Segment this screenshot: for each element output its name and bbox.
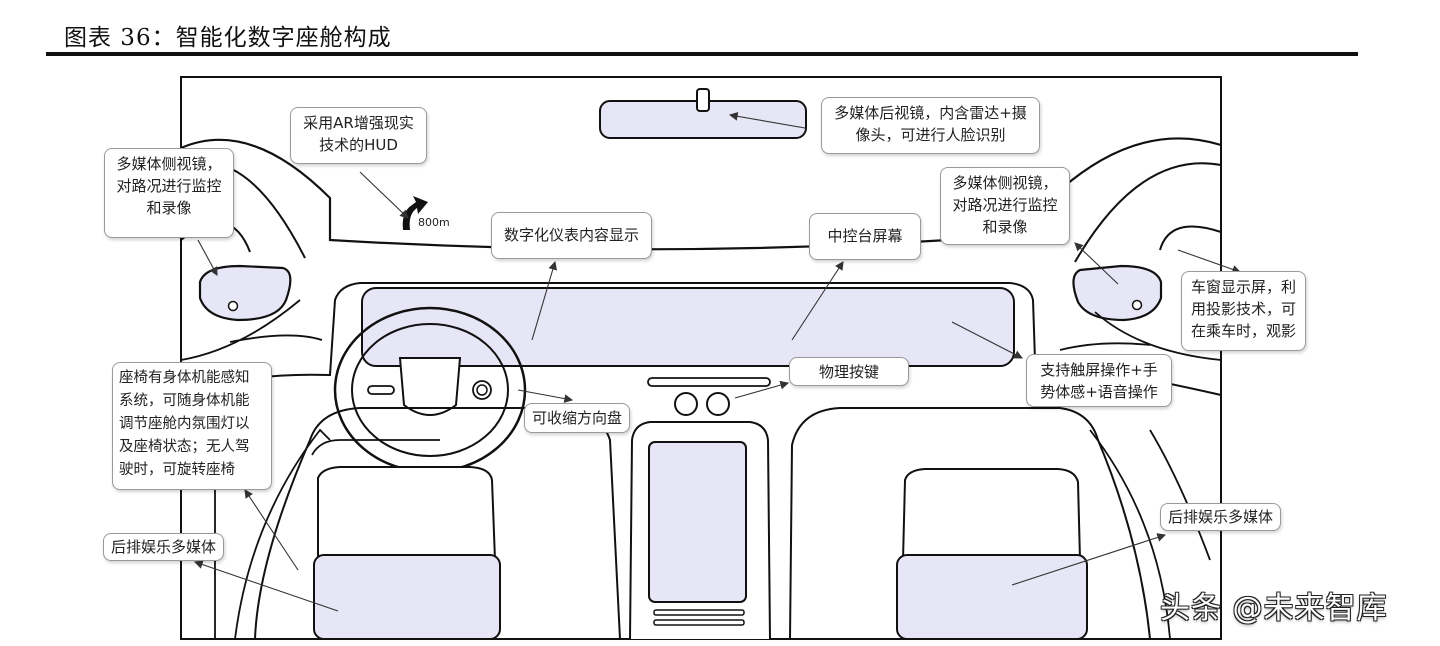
rear-screen-right [896,554,1088,640]
left-side-mirror [198,264,292,322]
callout-center-screen: 中控台屏幕 [809,213,921,260]
pointer-seat [244,489,299,571]
console-slot-1 [653,609,745,616]
pointer-rear-right [1011,533,1167,586]
figure-title: 图表 36：智能化数字座舱构成 [64,25,392,51]
pointer-wheel [517,389,574,403]
steering-hub [398,357,462,416]
callout-retractable-wheel: 可收缩方向盘 [524,403,630,433]
windshield-outline [180,137,1222,251]
right-side-mirror [1072,264,1163,322]
front-seat-right [789,407,1151,640]
callout-touch-gesture-voice: 支持触屏操作+手 势体感+语音操作 [1026,354,1172,407]
pointer-window [1177,249,1242,274]
headrest-right [901,468,1082,561]
door-trim-left [180,299,323,361]
console-screen [648,441,747,603]
pointer-rear-left [193,560,339,612]
right-a-pillar [1074,162,1222,263]
callout-physical-buttons: 物理按键 [789,357,909,386]
pointer-touch [951,321,1023,359]
title-divider [46,52,1358,56]
mirror-mount [696,88,710,112]
headrest-left [317,466,497,561]
callout-side-mirror-left: 多媒体侧视镜， 对路况进行监控 和录像 [104,148,234,238]
callout-digital-cluster: 数字化仪表内容显示 [491,212,652,259]
console-slot-2 [653,619,745,626]
hud-distance-label: 800m [418,216,450,229]
callout-seat-sensing: 座椅有身体机能感知 系统，可随身体机能 调节座舱内氛围灯以 及座椅状态；无人驾 … [112,362,272,490]
pointer-rear-mirror [728,111,806,129]
pointer-ar-hud [359,171,409,219]
callout-rear-mirror: 多媒体后视镜，内含雷达+摄 像头，可进行人脸识别 [821,97,1040,154]
pointer-cluster [531,260,558,341]
knob-right [706,392,730,416]
pointer-buttons [734,380,790,399]
callout-side-mirror-right: 多媒体侧视镜， 对路况进行监控 和录像 [940,167,1070,245]
door-trim-right [1059,311,1222,361]
rear-screen-left [313,554,501,640]
callout-window-display: 车窗显示屏，利 用投影技术，可 在乘车时，观影 [1181,271,1306,351]
integrated-display [361,287,1015,367]
callout-rear-entertainment-right: 后排娱乐多媒体 [1160,503,1281,531]
callout-ar-hud: 采用AR增强现实 技术的HUD [290,107,427,164]
pointer-center-screen [791,261,844,341]
turn-right-arrow-icon [402,196,428,230]
pointer-side-right [1074,242,1119,285]
air-vent [647,377,771,387]
knob-left [674,392,698,416]
watermark: 头条 @未来智库 [1160,591,1388,626]
pointer-side-left [197,239,218,276]
callout-rear-entertainment-left: 后排娱乐多媒体 [103,533,224,561]
